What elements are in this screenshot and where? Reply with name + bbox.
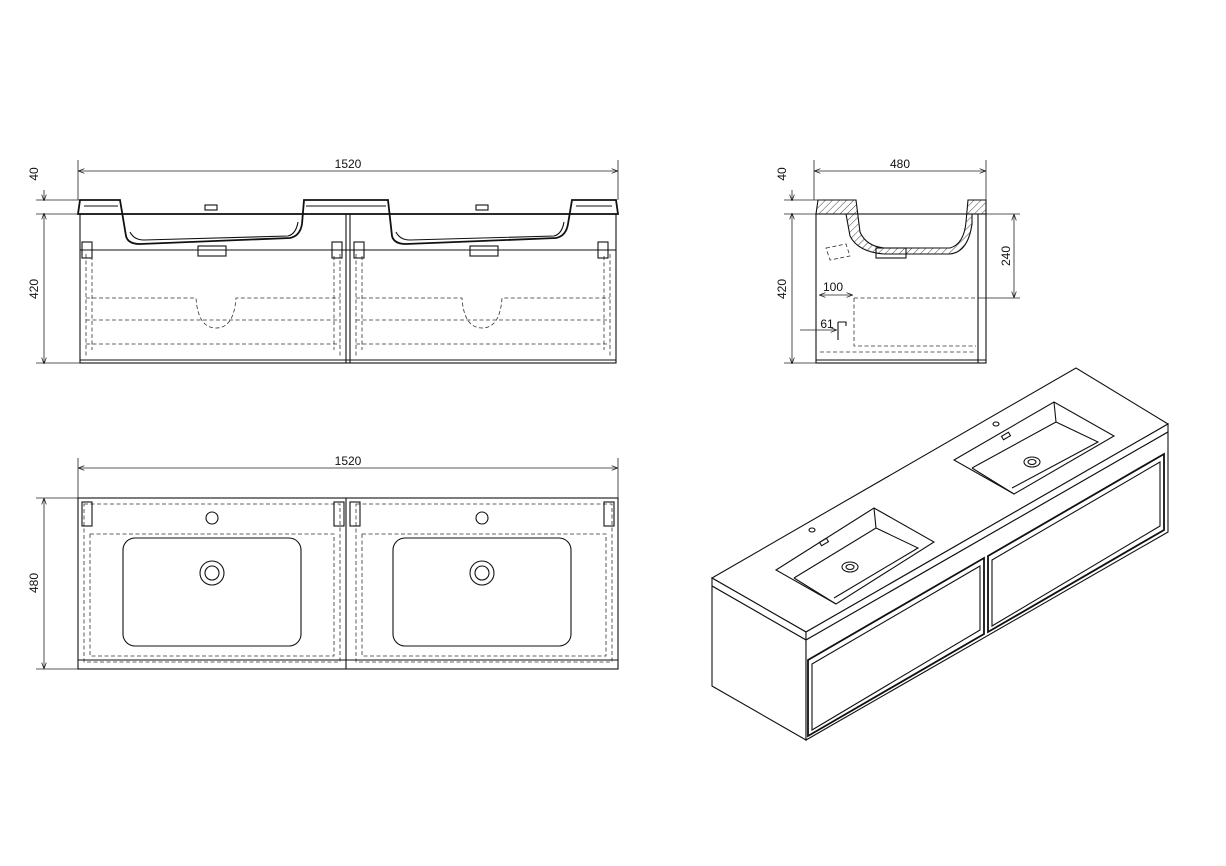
- side-drawer-dimension: 61: [800, 317, 847, 340]
- drain-icon: [841, 561, 859, 573]
- plan-depth-label: 480: [27, 573, 41, 593]
- front-cabinet-body: [79, 213, 617, 364]
- tap-hole-icon: [205, 511, 219, 525]
- side-hinge-hidden: [825, 243, 851, 261]
- side-basin-section: [815, 199, 987, 255]
- drain-fitting: [469, 245, 499, 257]
- hinge-icon: [81, 501, 93, 527]
- hinge-icon: [353, 241, 365, 259]
- side-width-dimension: 480: [813, 157, 987, 200]
- front-top-height-label: 40: [27, 167, 41, 181]
- hinge-icon: [349, 501, 361, 527]
- front-body-height-label: 420: [27, 279, 41, 299]
- side-drain-fitting: [875, 247, 907, 259]
- side-height-dimension: 40 420: [775, 167, 818, 363]
- iso-cabinet-front: [805, 431, 1169, 741]
- drain-icon: [1023, 456, 1041, 468]
- plan-view: 1520 480: [27, 454, 619, 670]
- hinge-icon: [81, 241, 93, 259]
- tap-hole-icon: [992, 421, 1000, 427]
- iso-basin-left: [774, 507, 936, 605]
- hinge-icon: [603, 501, 615, 527]
- side-offset-label: 100: [823, 280, 843, 294]
- side-top-height-label: 40: [775, 167, 789, 181]
- drain-icon: [469, 560, 495, 586]
- hinge-icon: [597, 241, 609, 259]
- side-view: 480 40 420 240 100 6: [775, 157, 1020, 363]
- tap-hole-icon: [808, 527, 816, 533]
- hinge-icon: [331, 241, 343, 259]
- side-offset-dimension: 100: [820, 280, 852, 295]
- front-width-dimension: 1520: [77, 157, 619, 200]
- front-width-label: 1520: [335, 157, 362, 171]
- front-view: 1520 40 420: [27, 157, 620, 364]
- isometric-view: [710, 367, 1170, 741]
- iso-drawer-right: [987, 452, 1165, 634]
- overflow-slot: [818, 537, 830, 547]
- front-height-dimension: 40 420: [27, 167, 80, 363]
- plan-width-label: 1520: [335, 454, 362, 468]
- iso-drawer-left: [807, 556, 985, 738]
- side-cabinet-body: [815, 213, 987, 364]
- overflow-slot: [1000, 431, 1012, 441]
- drain-fitting: [197, 245, 227, 257]
- plan-depth-dimension: 480: [27, 497, 80, 670]
- side-basin-depth-label: 240: [999, 246, 1013, 266]
- plan-basin-left: [122, 537, 302, 647]
- iso-basin-right: [952, 401, 1116, 495]
- plan-width-dimension: 1520: [77, 454, 619, 498]
- side-body-height-label: 420: [775, 279, 789, 299]
- plan-basin-right: [392, 537, 572, 647]
- front-countertop-outline: [76, 199, 620, 245]
- plan-countertop-outline: [77, 497, 619, 670]
- side-width-label: 480: [890, 157, 910, 171]
- overflow-slot: [204, 204, 218, 211]
- drain-icon: [199, 560, 225, 586]
- side-drawer-label: 61: [820, 317, 834, 331]
- tap-hole-icon: [475, 511, 489, 525]
- hinge-icon: [333, 501, 345, 527]
- overflow-slot: [475, 204, 489, 211]
